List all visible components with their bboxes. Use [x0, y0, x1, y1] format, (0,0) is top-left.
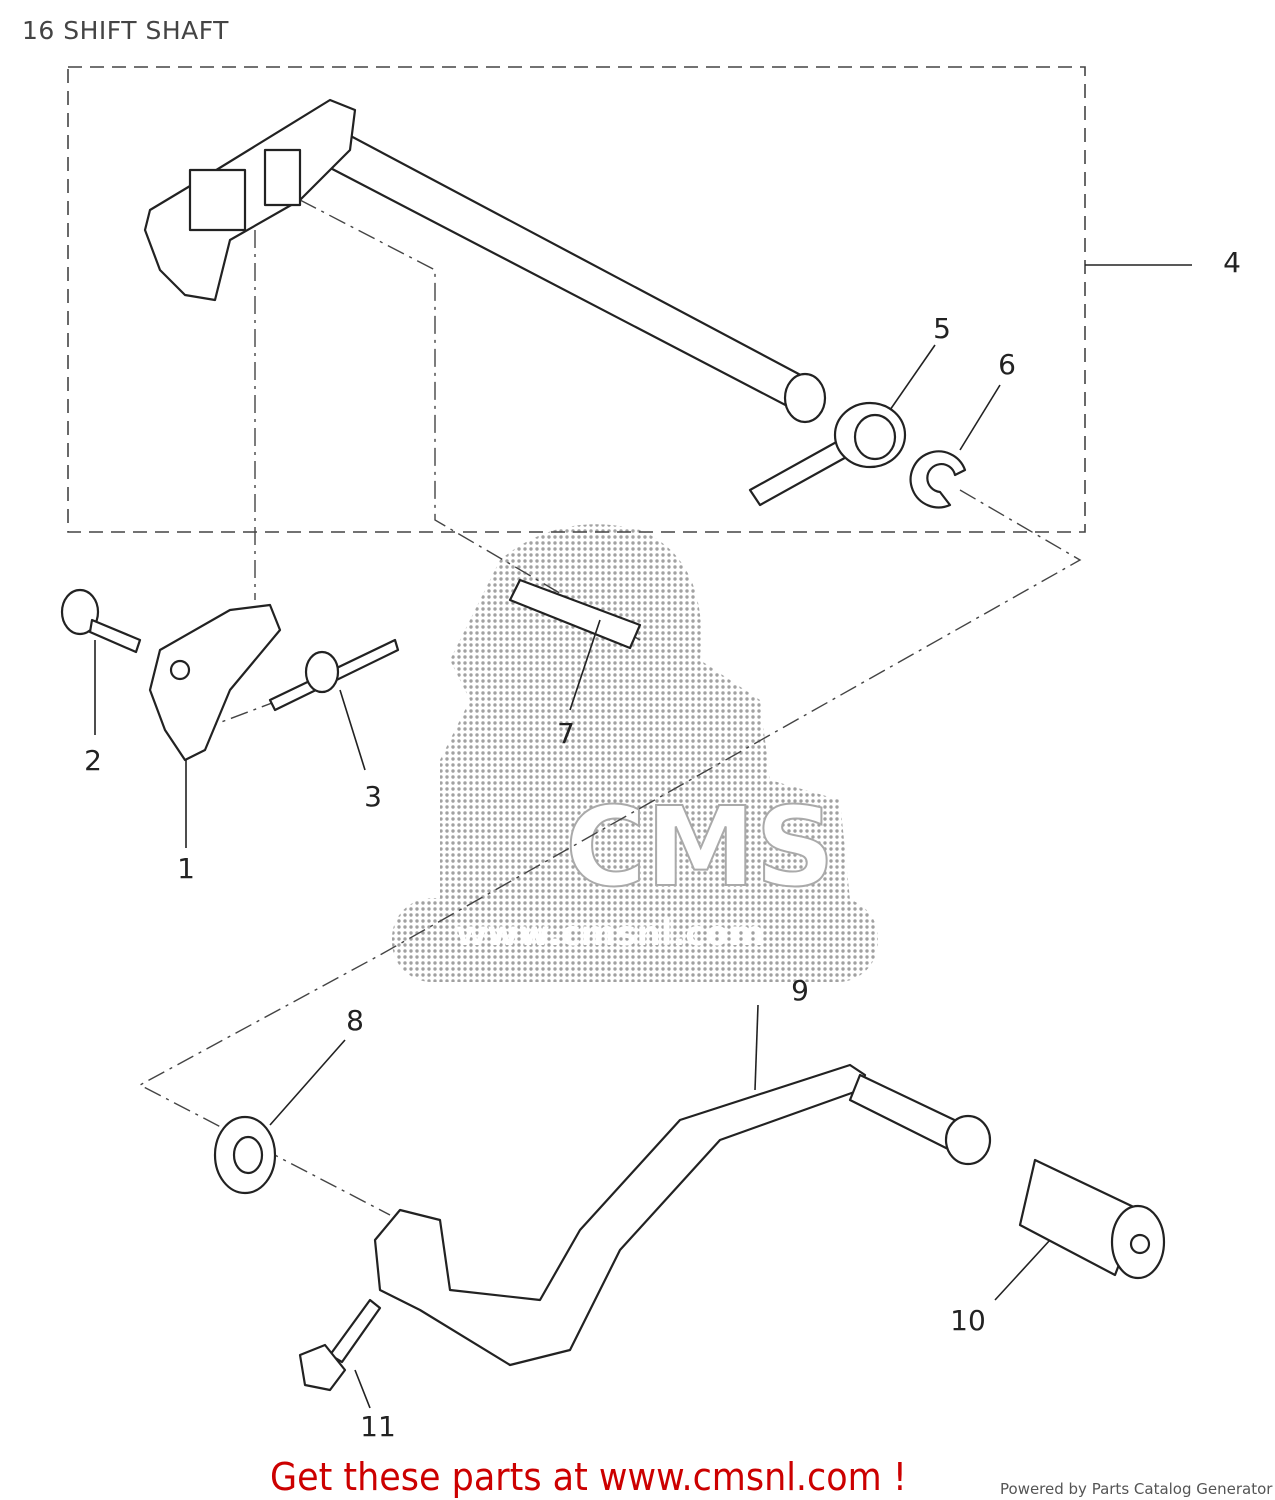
callout-11: 11 [360, 1410, 396, 1443]
alignment-line [299, 199, 641, 641]
leader-6 [959, 384, 1001, 451]
bolt-2 [60, 588, 142, 654]
callout-1: 1 [177, 852, 195, 885]
spring-3 [268, 638, 400, 712]
callout-10: 10 [950, 1304, 986, 1337]
leader-11 [354, 1369, 371, 1409]
diagram-title: 16 SHIFT SHAFT [22, 16, 229, 45]
shift-pedal-rubber-10 [1018, 1158, 1166, 1280]
leader-8 [269, 1039, 346, 1126]
leader-9 [754, 1004, 759, 1091]
powered-by-text: Powered by Parts Catalog Generator [1000, 1480, 1273, 1498]
leader-3 [339, 689, 366, 771]
callout-4: 4 [1223, 246, 1241, 279]
cms-watermark: CMS www.cmsnl.com [392, 524, 878, 982]
watermark-url: www.cmsnl.com [456, 914, 765, 954]
callout-9: 9 [791, 974, 809, 1007]
callout-7: 7 [557, 717, 575, 750]
assembly-box [67, 66, 1086, 533]
pin-7 [508, 578, 642, 650]
shift-shaft [143, 98, 827, 424]
callout-8: 8 [346, 1004, 364, 1037]
bolt-11 [298, 1298, 382, 1392]
spring-5 [748, 401, 907, 507]
callout-6: 6 [998, 348, 1016, 381]
leader-10 [994, 1239, 1051, 1301]
callout-5: 5 [933, 312, 951, 345]
promo-link[interactable]: Get these parts at www.cmsnl.com ! [270, 1455, 907, 1499]
callout-2: 2 [84, 744, 102, 777]
leader-7 [569, 619, 601, 711]
callout-3: 3 [364, 780, 382, 813]
watermark-logo: CMS [565, 783, 834, 911]
stopper-lever-1 [148, 603, 282, 762]
leader-5 [889, 344, 936, 411]
oil-seal-8 [213, 1115, 277, 1195]
alignment-line [138, 489, 1082, 1216]
shift-pedal-9 [373, 1063, 992, 1367]
circlip-6 [909, 450, 967, 509]
